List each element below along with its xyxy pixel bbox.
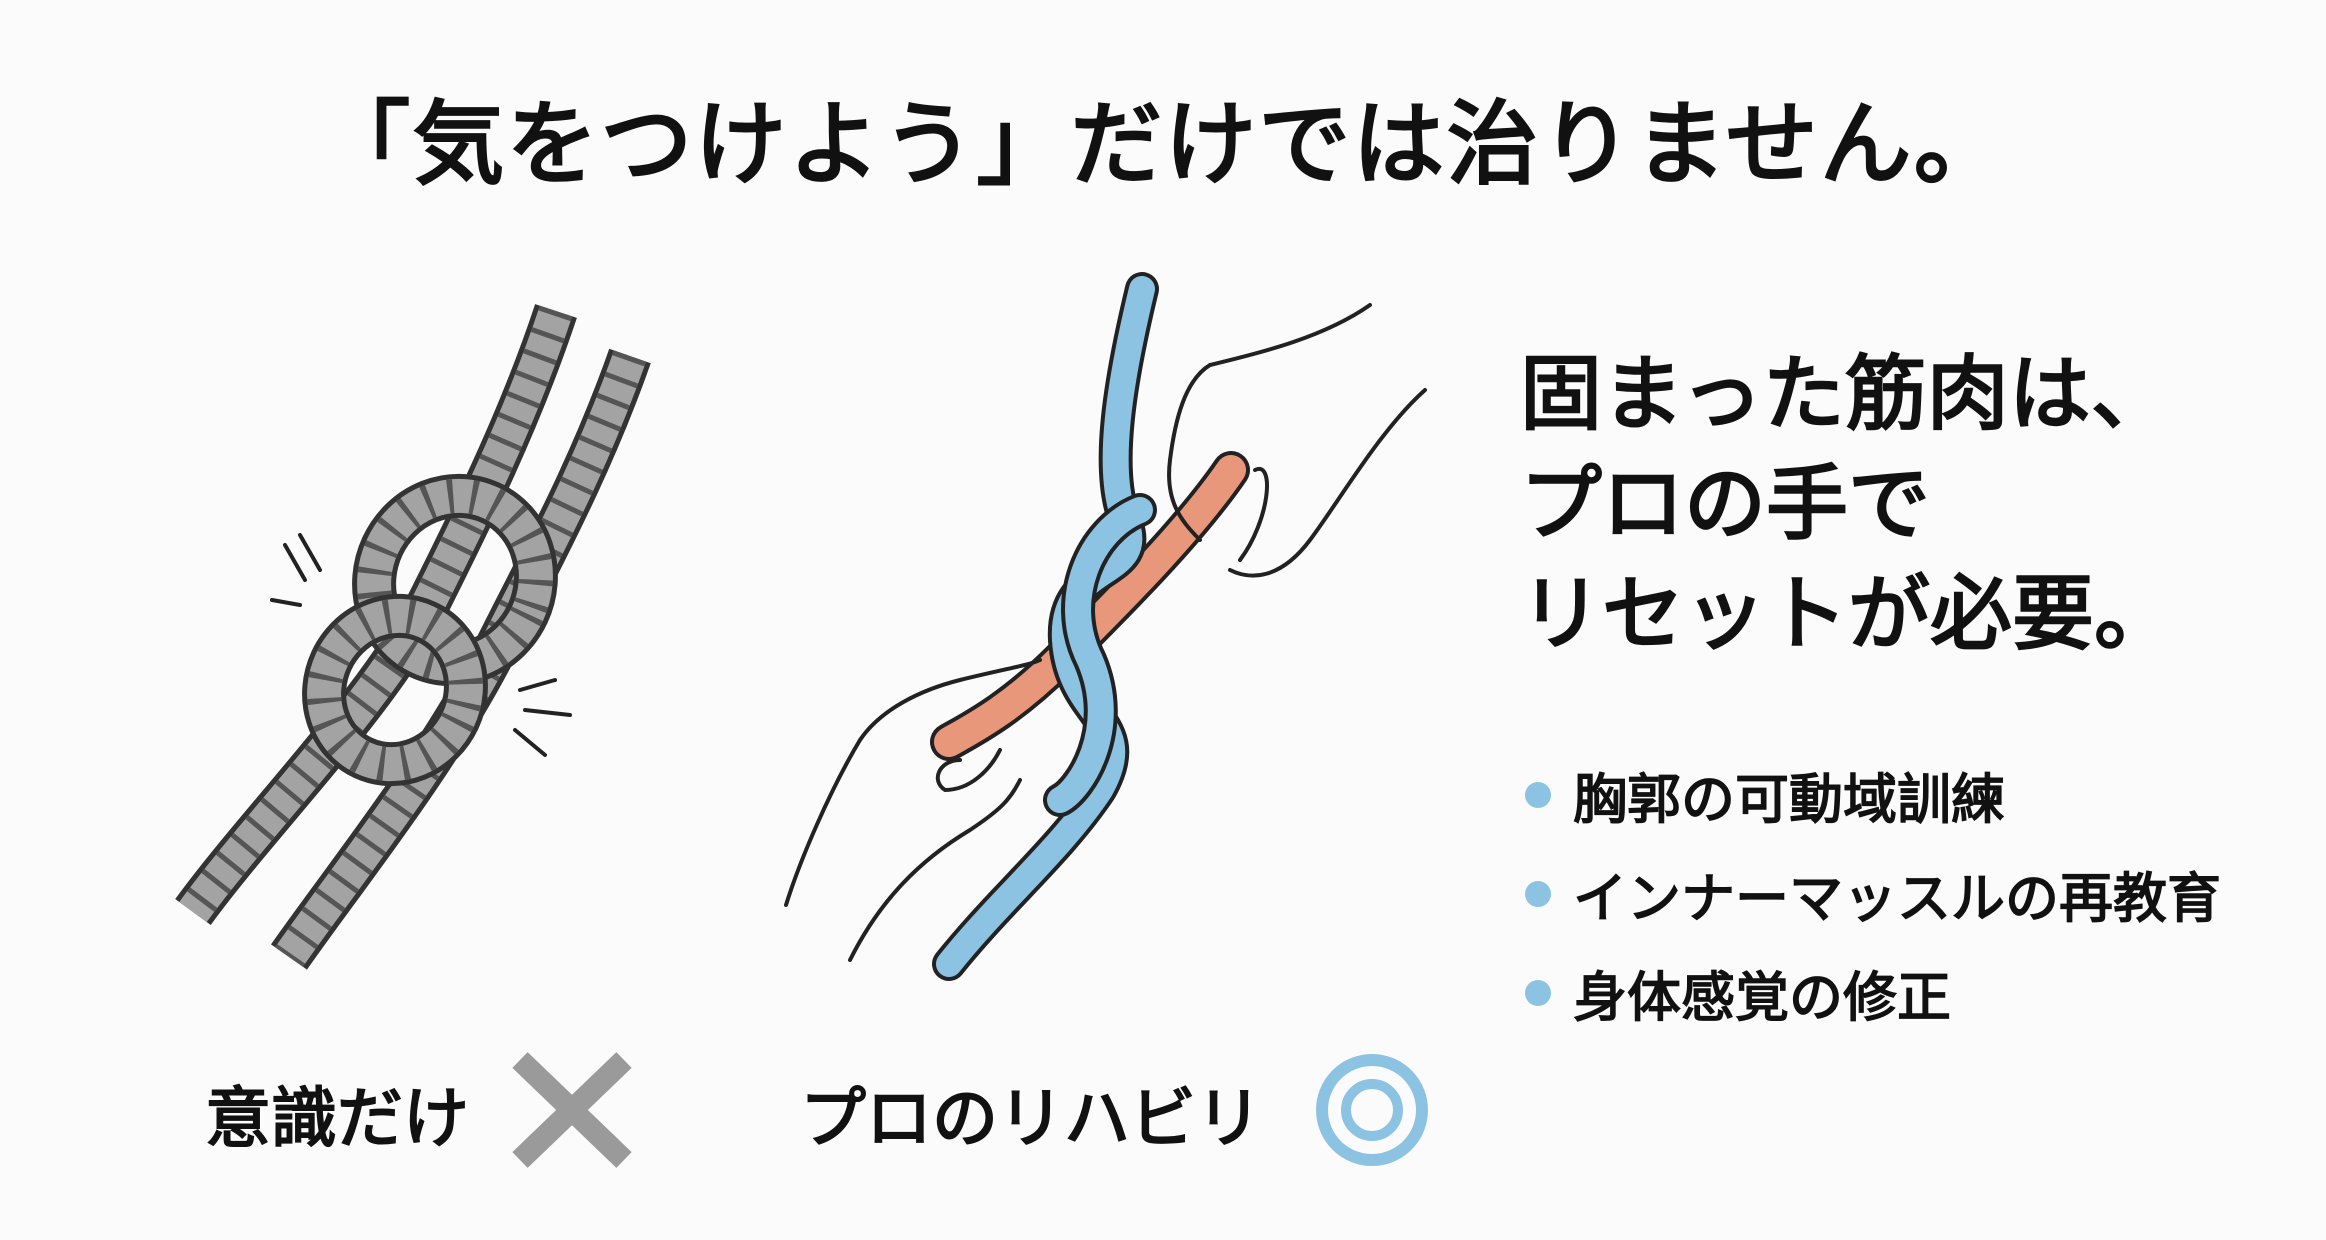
list-item-text: 身体感覚の修正 [1573, 966, 1951, 1029]
main-message-line: 固まった筋肉は、 [1520, 347, 2173, 442]
list-item: インナーマッスルの再教育 [1525, 844, 2221, 943]
main-message-line: リセットが必要。 [1520, 567, 2177, 662]
cross-icon [512, 1052, 632, 1168]
main-message: 固まった筋肉は、 プロの手で リセットが必要。 [1520, 340, 2176, 670]
page-title: 「気をつけよう」だけでは治りません。 [318, 91, 2008, 198]
main-message-line: プロの手で [1520, 457, 1931, 552]
list-item-text: インナーマッスルの再教育 [1573, 867, 2221, 930]
list-item: 身体感覚の修正 [1525, 943, 2221, 1042]
knotted-rope-illustration [175, 304, 651, 970]
list-item: 胸郭の可動域訓練 [1525, 745, 2221, 844]
hands-untangling-illustration [784, 272, 1427, 981]
pro-rehab-label: プロのリハビリ [800, 1080, 1262, 1157]
bullet-dot-icon [1525, 781, 1551, 808]
awareness-only-label: 意識だけ [205, 1080, 469, 1157]
list-item-text: 胸郭の可動域訓練 [1573, 768, 2005, 831]
bullet-dot-icon [1525, 979, 1551, 1006]
double-circle-icon [1316, 1054, 1428, 1166]
bullet-dot-icon [1525, 880, 1551, 907]
bullet-list: 胸郭の可動域訓練 インナーマッスルの再教育 身体感覚の修正 [1525, 745, 2221, 1042]
tension-lines [270, 533, 572, 757]
